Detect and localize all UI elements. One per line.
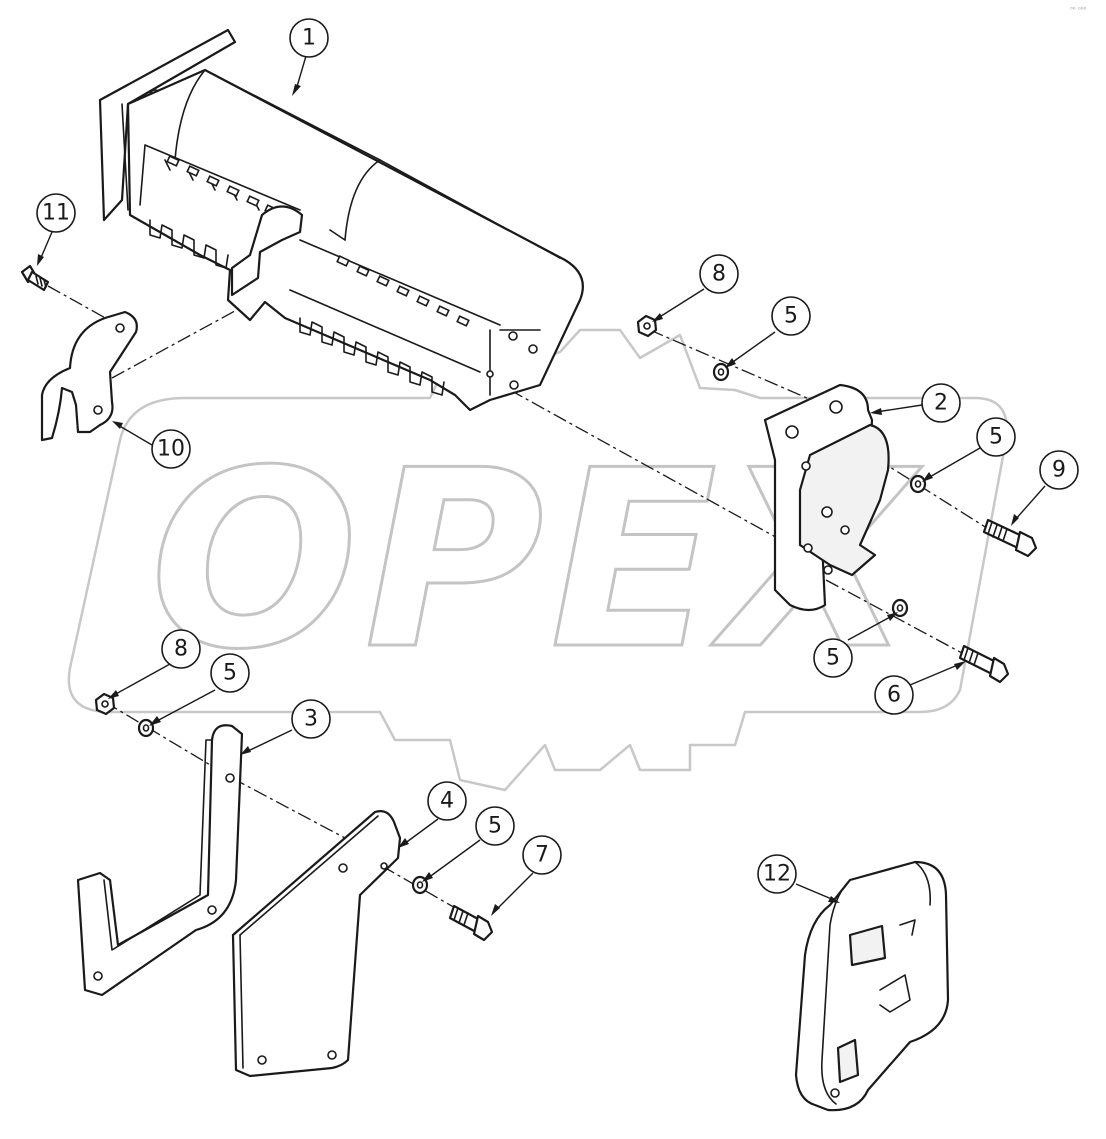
part-5-washer-b <box>909 474 927 494</box>
callout-6: 6 <box>874 675 914 715</box>
centerline-bolt-7 <box>381 865 486 926</box>
svg-text:8: 8 <box>712 262 726 287</box>
part-8-nut-lower <box>94 692 116 716</box>
part-1-slots-right <box>336 255 470 327</box>
part-1-rack-right <box>289 239 501 373</box>
centerline-bolt-6 <box>825 579 976 661</box>
part-2-hook-plate <box>798 423 890 577</box>
centerline-nut-8-upper <box>649 329 831 409</box>
callout-5-bracket-lower: 5 <box>813 638 853 678</box>
callout-3: 3 <box>291 699 331 739</box>
centerline-bolt-11 <box>47 285 119 326</box>
centerline-frame-to-bracket <box>509 389 791 546</box>
svg-text:11: 11 <box>42 201 70 226</box>
part-4-outline <box>231 810 402 1078</box>
svg-text:5: 5 <box>784 304 798 329</box>
watermark-gear-outline <box>67 328 1009 792</box>
corner-mark: ⁰⁰ ⁰⁰⁰ <box>1070 6 1086 14</box>
svg-text:9: 9 <box>1052 458 1066 483</box>
part-4-plate <box>231 810 402 1078</box>
svg-text:5: 5 <box>488 814 502 839</box>
callout-10: 10 <box>151 429 191 469</box>
part-12-pocket <box>848 924 887 967</box>
part-11-bolt <box>20 264 50 292</box>
part-1-body <box>126 68 584 412</box>
part-2-bracket <box>763 383 890 612</box>
svg-text:12: 12 <box>763 862 791 887</box>
callout-5-plate: 5 <box>475 806 515 846</box>
part-3-outline <box>76 724 244 997</box>
svg-text:7: 7 <box>535 843 549 868</box>
centerline-bracket-3-to-plate <box>231 777 346 839</box>
part-1-hole-b <box>528 344 538 354</box>
callout-11: 11 <box>36 193 76 233</box>
svg-text:1: 1 <box>302 26 316 51</box>
svg-text:5: 5 <box>826 646 840 671</box>
svg-text:3: 3 <box>304 707 318 732</box>
part-10-outline <box>40 310 138 442</box>
callout-5-upper: 5 <box>771 296 811 336</box>
part-1-slots-left <box>166 155 278 216</box>
assembly-centerlines <box>47 285 999 926</box>
part-1-hole-a <box>508 331 518 341</box>
part-5-washer-d <box>137 718 155 738</box>
part-1-hole-d <box>486 370 494 378</box>
callout-5-right: 5 <box>976 417 1016 457</box>
part-1-hole-c <box>509 380 519 390</box>
part-12-weight <box>794 860 950 1112</box>
part-12-outline <box>794 860 950 1112</box>
leader-lines <box>37 55 1046 916</box>
part-12-lower-slot <box>836 1038 860 1084</box>
svg-text:4: 4 <box>440 789 454 814</box>
centerline-hook-10-to-frame <box>111 299 256 379</box>
part-5-washer-a <box>712 362 730 382</box>
part-3-bracket <box>76 724 244 997</box>
svg-text:5: 5 <box>223 661 237 686</box>
svg-text:10: 10 <box>157 437 185 462</box>
callout-9: 9 <box>1039 450 1079 490</box>
part-8-nut-upper <box>636 314 658 338</box>
callout-4: 4 <box>427 781 467 821</box>
part-1-teeth-right <box>299 317 445 396</box>
part-6-bolt <box>958 644 1010 684</box>
callout-7: 7 <box>522 835 562 875</box>
part-1-rack-left <box>139 144 301 211</box>
callout-12: 12 <box>757 854 797 894</box>
part-1-teeth-left <box>149 219 229 269</box>
part-5-washer-c <box>891 598 909 618</box>
callout-8-lower: 8 <box>161 629 201 669</box>
callout-5-left: 5 <box>210 653 250 693</box>
svg-text:8: 8 <box>174 637 188 662</box>
part-10-hook-plate <box>40 310 138 442</box>
part-7-bolt <box>448 904 494 942</box>
callout-2: 2 <box>921 383 961 423</box>
svg-text:5: 5 <box>989 425 1003 450</box>
part-1-hitch <box>230 205 304 297</box>
part-9-bolt <box>982 518 1038 558</box>
callout-1: 1 <box>289 18 329 58</box>
callout-8-upper: 8 <box>699 254 739 294</box>
svg-text:6: 6 <box>887 683 901 708</box>
part-1-weight-carrier <box>98 28 584 412</box>
svg-text:2: 2 <box>934 391 948 416</box>
